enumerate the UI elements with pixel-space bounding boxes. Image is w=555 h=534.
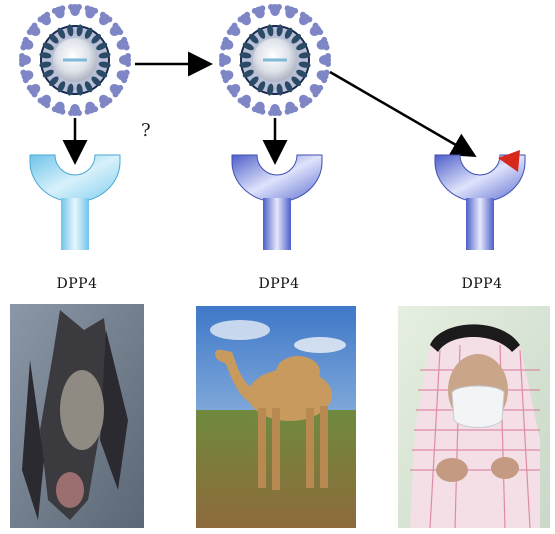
virus-spike xyxy=(119,53,131,67)
virus-spike xyxy=(236,11,254,29)
virus-spike xyxy=(219,53,231,67)
virus-spike xyxy=(220,36,236,53)
virus-spike xyxy=(19,53,31,67)
dpp4-label-1: DPP4 xyxy=(27,276,127,292)
virus-spike xyxy=(295,91,313,109)
dpp4-label-2: DPP4 xyxy=(229,276,329,292)
camel-photo xyxy=(196,306,356,528)
virus-spike xyxy=(20,36,36,53)
virus-spike xyxy=(251,100,268,116)
virus-spike xyxy=(82,100,99,116)
person-with-mask-photo xyxy=(398,306,550,528)
virus-spike xyxy=(115,36,131,53)
virus-spike xyxy=(106,21,124,39)
virus-spike xyxy=(36,91,54,109)
dpp4-receptor-3 xyxy=(435,150,525,250)
virus-spike xyxy=(295,11,313,29)
dpp4-receptor-2 xyxy=(232,155,322,250)
virus-spike xyxy=(106,80,124,98)
bat-photo xyxy=(10,304,144,528)
virus-spike xyxy=(251,5,268,21)
question-mark: ? xyxy=(141,120,151,141)
dpp4-receptor-1 xyxy=(30,155,120,250)
virus-spike xyxy=(226,21,244,39)
virus-spike xyxy=(82,5,99,21)
virus-spike xyxy=(319,53,331,67)
virus-genome xyxy=(263,59,287,62)
coronavirus-particle-1 xyxy=(19,4,131,116)
virus-spike xyxy=(226,80,244,98)
virus-spike xyxy=(220,67,236,84)
virus-spike xyxy=(282,100,299,116)
virus-spike xyxy=(306,80,324,98)
virus-spike xyxy=(315,67,331,84)
virus-spike xyxy=(282,5,299,21)
virus-spike xyxy=(268,104,282,116)
virus-spike xyxy=(68,4,82,16)
virus-spike xyxy=(115,67,131,84)
arrow-virus2-to-receptor3 xyxy=(330,72,468,152)
virus-spike xyxy=(68,104,82,116)
virus-genome xyxy=(63,59,87,62)
dpp4-label-3: DPP4 xyxy=(432,276,532,292)
virus-spike xyxy=(20,67,36,84)
virus-spike xyxy=(268,4,282,16)
virus-spike xyxy=(306,21,324,39)
virus-spike xyxy=(236,91,254,109)
virus-spike xyxy=(95,91,113,109)
virus-spike xyxy=(95,11,113,29)
virus-spike xyxy=(51,100,68,116)
virus-spike xyxy=(315,36,331,53)
virus-spike xyxy=(26,80,44,98)
virus-spike xyxy=(36,11,54,29)
coronavirus-particle-2 xyxy=(219,4,331,116)
virus-spike xyxy=(26,21,44,39)
virus-spike xyxy=(51,5,68,21)
